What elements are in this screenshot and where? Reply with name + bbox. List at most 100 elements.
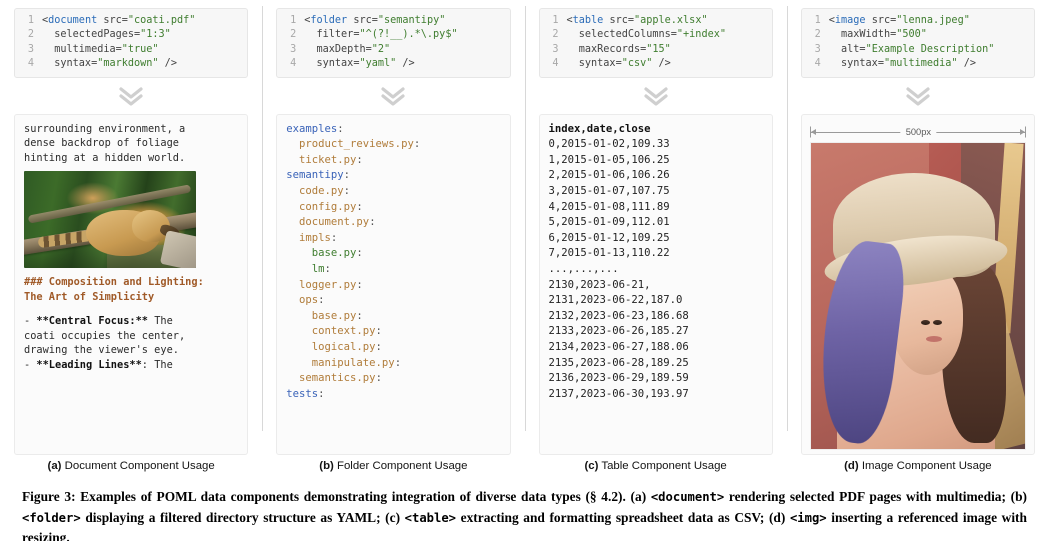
code-line: 2 selectedColumns="+index" (544, 28, 766, 42)
code-line: 4 syntax="multimedia" /> (806, 57, 1028, 71)
subcaption-document-label: (a) (47, 460, 62, 472)
code-token-tag: table (572, 15, 604, 26)
code-token-punc: < (828, 15, 835, 26)
code-token-attr: src= (347, 15, 378, 26)
subcaption-row: (a) Document Component Usage (b) Folder … (0, 455, 1049, 477)
code-line: 1<folder src="semantipy" (281, 14, 503, 28)
yaml-entry: impls: (286, 232, 337, 244)
code-token-str: "Example Description" (865, 43, 995, 55)
subcaption-table-label: (c) (584, 460, 599, 472)
code-block-table[interactable]: 1<table src="apple.xlsx"2 selectedColumn… (538, 8, 773, 78)
code-line: 3 multimedia="true" (19, 43, 241, 57)
output-folder: examples: product_reviews.py: ticket.py:… (276, 113, 511, 455)
double-chevron-down-icon (643, 85, 669, 107)
yaml-entry-name: ticket.py (299, 153, 357, 166)
csv-header-row: index,date,close (548, 122, 651, 135)
csv-data-row: 1,2015-01-05,106.25 (548, 153, 670, 166)
code-line-number: 3 (814, 43, 821, 55)
subcaption-table: (c) Table Component Usage (525, 460, 787, 472)
code-token-attr: syntax= (828, 58, 884, 70)
code-token-str: "lenna.jpeg" (896, 15, 970, 26)
code-line-number: 2 (290, 29, 297, 41)
yaml-entry: code.py: (286, 185, 350, 197)
csv-data-row: 2135,2023-06-28,189.25 (548, 356, 689, 369)
csv-data-row: 2131,2023-06-22,187.0 (548, 294, 683, 307)
yaml-colon: : (324, 262, 331, 275)
code-token-str: "markdown" (97, 58, 159, 70)
code-line-number: 4 (814, 58, 821, 70)
figure-caption: Figure 3: Examples of POML data componen… (0, 477, 1049, 541)
code-block-document[interactable]: 1<document src="coati.pdf"2 selectedPage… (14, 8, 249, 78)
csv-data-row: 2137,2023-06-30,193.97 (548, 387, 689, 400)
figure-caption-tag: <img> (789, 510, 827, 525)
yaml-entry: config.py: (286, 201, 363, 213)
yaml-entry: document.py: (286, 216, 376, 229)
subcaption-folder-text: Folder Component Usage (337, 460, 468, 472)
code-token-attr: syntax= (304, 58, 360, 70)
figure-caption-tag: <document> (650, 490, 725, 504)
code-token-attr: maxDepth= (304, 43, 372, 55)
yaml-colon: : (318, 294, 325, 307)
code-token-tag: document (48, 15, 98, 26)
code-token-str: "apple.xlsx" (633, 15, 708, 26)
measure-arrow-left-icon (811, 128, 817, 135)
code-token-str: "coati.pdf" (127, 15, 196, 26)
yaml-entry: context.py: (286, 325, 382, 337)
double-chevron-down-icon (118, 85, 144, 107)
panel-folder: 1<folder src="semantipy"2 filter="^(?!__… (262, 0, 524, 455)
yaml-entry: logger.py: (286, 279, 363, 291)
csv-data-row: 2136,2023-06-29,189.59 (548, 372, 689, 385)
document-markdown-heading: ### Composition and Lighting: The Art of… (24, 276, 204, 303)
code-token-attr: syntax= (42, 58, 98, 70)
yaml-colon: : (369, 216, 376, 229)
code-block-folder[interactable]: 1<folder src="semantipy"2 filter="^(?!__… (276, 8, 511, 78)
yaml-entry: base.py: (286, 247, 363, 259)
csv-data-row: 6,2015-01-12,109.25 (548, 231, 670, 244)
csv-data-row: 2134,2023-06-27,188.06 (548, 340, 689, 353)
yaml-entry-name: base.py (311, 247, 357, 260)
code-line: 1<document src="coati.pdf" (19, 14, 241, 28)
code-line-number: 1 (814, 15, 821, 26)
code-line-number: 4 (290, 58, 297, 70)
subcaption-table-text: Table Component Usage (601, 460, 727, 472)
csv-data-row: 4,2015-01-08,111.89 (548, 200, 670, 213)
figure-caption-text: extracting and formatting spreadsheet da… (456, 509, 790, 525)
yaml-entry-name: manipulate.py (311, 356, 395, 369)
yaml-entry-name: lm (311, 262, 325, 275)
yaml-entry-name: logical.py (311, 340, 376, 353)
yaml-entry: semantics.py: (286, 372, 382, 384)
code-token-str: "^(?!__).*\.py$" (359, 29, 458, 41)
subcaption-document: (a) Document Component Usage (0, 460, 262, 472)
output-table: index,date,close 0,2015-01-02,109.33 1,2… (538, 113, 773, 455)
output-image: 500px (800, 113, 1035, 455)
double-chevron-down-icon (380, 85, 406, 107)
subcaption-image: (d) Image Component Usage (787, 460, 1049, 472)
yaml-colon: : (343, 185, 351, 197)
double-chevron-down-icon (905, 85, 931, 107)
panel-document: 1<document src="coati.pdf"2 selectedPage… (0, 0, 262, 455)
code-line: 2 maxWidth="500" (806, 28, 1028, 42)
csv-data-row: ...,...,... (548, 262, 619, 275)
document-embedded-image (24, 171, 239, 269)
code-line-number: 1 (27, 15, 34, 26)
csv-data-row: 2132,2023-06-23,186.68 (548, 309, 689, 322)
subcaption-image-label: (d) (844, 460, 859, 472)
output-document: surrounding environment, a dense backdro… (14, 113, 249, 455)
code-line: 1<table src="apple.xlsx" (544, 14, 766, 28)
code-line-number: 3 (552, 43, 559, 55)
measure-arrow-right-icon (1020, 128, 1026, 135)
code-token-str: "+index" (676, 29, 726, 41)
code-token-punc: < (42, 15, 49, 26)
code-token-str: "500" (896, 29, 927, 41)
csv-data-row: 3,2015-01-07,107.75 (548, 185, 670, 197)
document-markdown-bullets: - **Central Focus:** The coati occupies … (24, 315, 186, 371)
code-token-attr: src= (603, 15, 634, 26)
code-line: 4 syntax="csv" /> (544, 57, 766, 71)
subcaption-folder-label: (b) (319, 460, 334, 472)
code-token-attr: src= (865, 15, 897, 26)
yaml-entry-name: code.py (299, 185, 344, 197)
code-block-image[interactable]: 1<image src="lenna.jpeg"2 maxWidth="500"… (800, 8, 1035, 78)
document-paragraph: surrounding environment, a dense backdro… (24, 122, 186, 164)
subcaption-folder: (b) Folder Component Usage (262, 460, 524, 472)
